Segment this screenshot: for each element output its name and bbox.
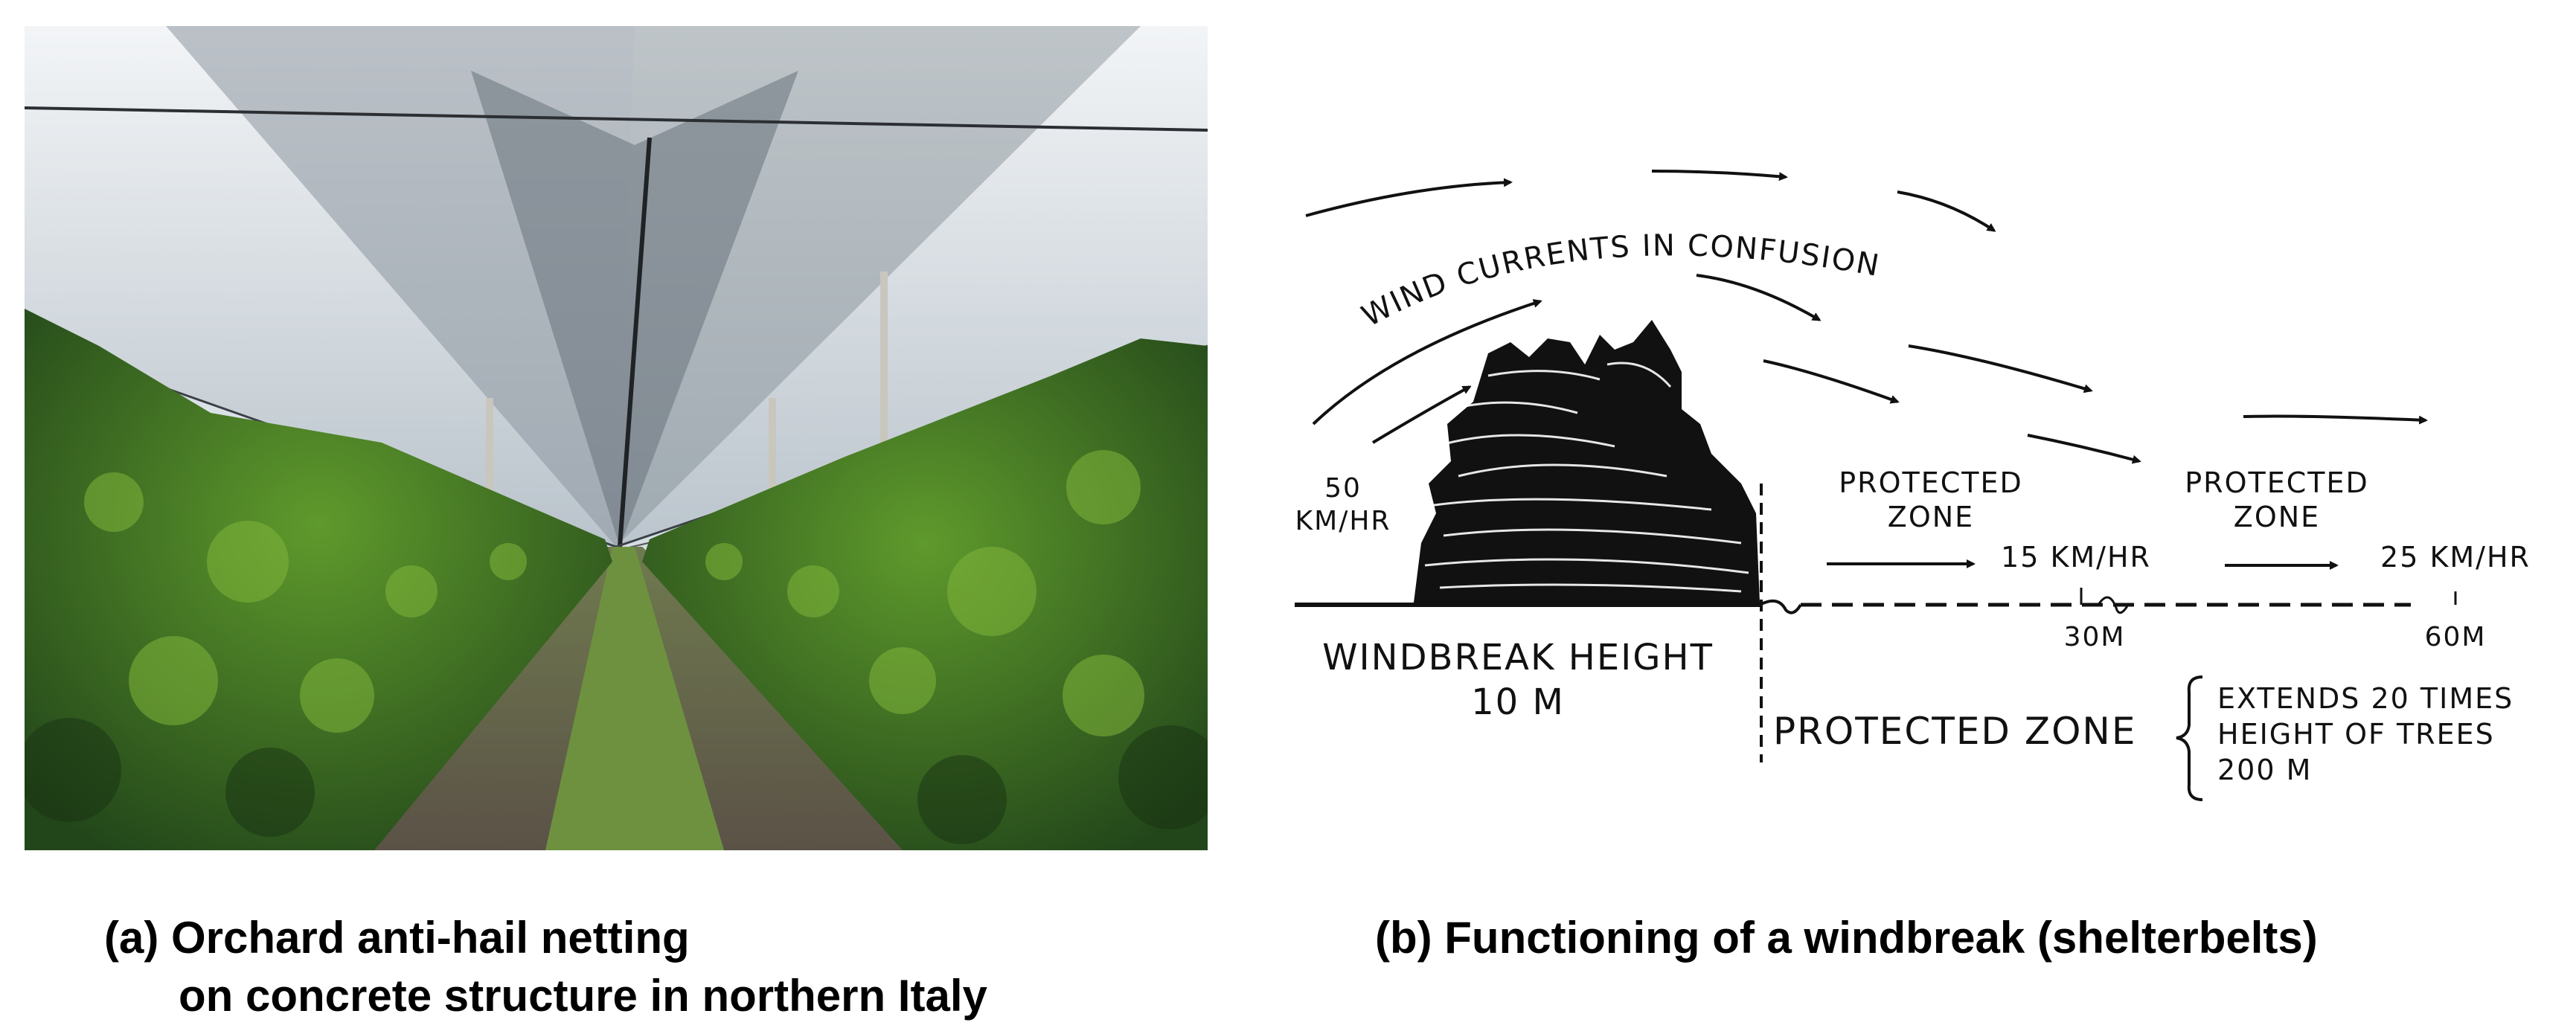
wind-arrow [1763, 359, 1900, 404]
speed-15-label: 15 KM/HR [2001, 541, 2151, 574]
wind-arrow [2027, 434, 2141, 464]
caption-a: (a) Orchard anti-hail netting on concret… [104, 909, 987, 1025]
distance-30m-label: 30M [2064, 622, 2126, 652]
protected-zone-1-label: PROTECTED [1839, 466, 2022, 499]
wind-arrow [1305, 178, 1513, 217]
wind-arrow [1312, 299, 1542, 426]
extends-text-line3: 200 M [2217, 754, 2312, 786]
speed-25-label: 25 KM/HR [2380, 541, 2531, 574]
caption-b: (b) Functioning of a windbreak (shelterb… [1375, 913, 2318, 963]
orchard-netting-photo [25, 26, 1208, 850]
extends-text-line2: HEIGHT OF TREES [2217, 718, 2495, 751]
orchard-photo-illustration [25, 26, 1208, 850]
wind-arrows [1305, 170, 2428, 464]
protected-zone-2-label: PROTECTED [2185, 466, 2368, 499]
extent-brace [2176, 675, 2203, 801]
ground-break-mark [2097, 596, 2130, 614]
wind-arrow [1371, 385, 1472, 444]
wind-arrow [1651, 170, 1788, 182]
wind-arrow [2243, 414, 2428, 425]
wind-arrow [1696, 274, 1822, 321]
protected-zone-1-label: ZONE [1888, 501, 1974, 533]
windbreak-height-value: 10 M [1471, 681, 1565, 723]
incoming-speed-value: 50 [1324, 473, 1362, 504]
windbreak-diagram: WIND CURRENTS IN CONFUSION [1265, 97, 2560, 826]
wind-currents-label: WIND CURRENTS IN CONFUSION [1356, 228, 1883, 333]
caption-a-line1: (a) Orchard anti-hail netting [104, 913, 690, 963]
wind-arrow [1908, 344, 2093, 394]
windbreak-diagram-svg: WIND CURRENTS IN CONFUSION [1295, 170, 2531, 801]
wind-arrow [1897, 190, 1996, 232]
incoming-speed-unit: KM/HR [1295, 506, 1391, 536]
protected-zone-main-label: PROTECTED ZONE [1773, 710, 2136, 753]
distance-60m-label: 60M [2425, 622, 2487, 652]
caption-a-line2: on concrete structure in northern Italy [179, 971, 987, 1021]
windbreak-trees [1414, 320, 1760, 603]
extends-text-line1: EXTENDS 20 TIMES [2217, 682, 2513, 715]
ground-break-mark [1759, 599, 1802, 614]
windbreak-height-label: WINDBREAK HEIGHT [1322, 637, 1714, 678]
protected-zone-2-label: ZONE [2234, 501, 2320, 533]
